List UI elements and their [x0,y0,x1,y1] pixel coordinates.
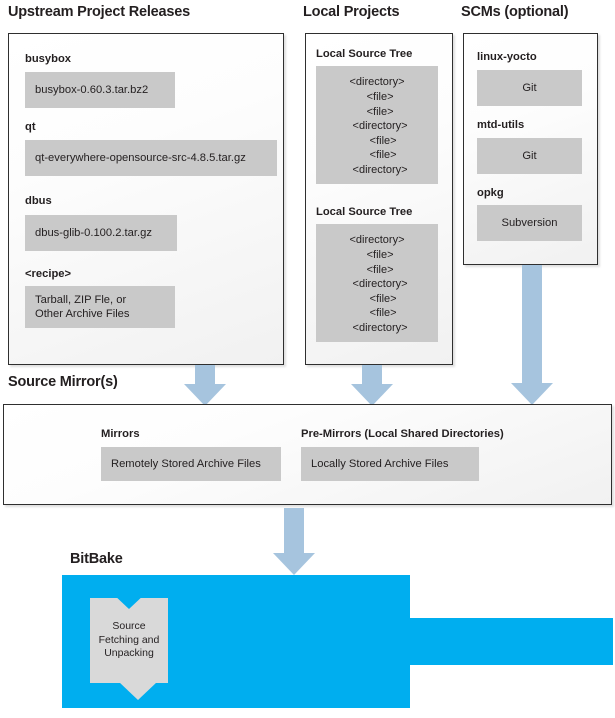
tree-row: <directory> [349,234,405,247]
arrow-head [511,383,553,405]
arrow-down-icon-scms-to-mirror [510,265,554,405]
local-tree-label-2: Local Source Tree [316,206,413,218]
arrow-head [184,384,226,406]
bitbake-task-text: Source Fetching and Unpacking [97,620,162,662]
mirror-entry-label-mirrors: Mirrors [101,428,140,440]
scm-entry-label-mtd-utils: mtd-utils [477,119,525,131]
upstream-entry-value-qt: qt-everywhere-opensource-src-4.8.5.tar.g… [25,140,277,176]
local-tree-label-1: Local Source Tree [316,48,413,60]
page-title-source-mirrors: Source Mirror(s) [8,374,118,390]
upstream-entry-value-busybox: busybox-0.60.3.tar.bz2 [25,72,175,108]
tree-row: <directory> [346,164,408,177]
upstream-entry-label-dbus: dbus [25,195,52,207]
local-tree-box-1: <directory> <file> <file> <directory> <f… [316,66,438,184]
tree-row: <file> [357,307,397,320]
tree-row: <file> [357,134,397,147]
tree-row: <directory> [346,278,408,291]
page-title-local-projects: Local Projects [303,4,400,20]
bitbake-task-line1: Source [112,619,146,632]
tree-row: <file> [360,263,394,276]
upstream-entry-label-busybox: busybox [25,53,72,65]
arrow-down-icon-mirror-to-bitbake [272,508,316,576]
bitbake-task-source-fetching-and-unpacking: Source Fetching and Unpacking [90,598,168,683]
arrow-shaft [522,265,542,385]
tree-row: <file> [357,292,397,305]
arrow-shaft [284,508,304,554]
page-title-upstream-project-releases: Upstream Project Releases [8,4,190,20]
arrow-shaft [195,365,215,385]
mirror-entry-label-pre-mirrors: Pre-Mirrors (Local Shared Directories) [301,428,504,440]
mirror-entry-value-pre-mirrors: Locally Stored Archive Files [301,447,479,481]
page-title-bitbake: BitBake [70,551,123,567]
arrow-head [351,384,393,406]
tree-row: <file> [360,105,394,118]
scm-entry-value-opkg: Subversion [477,205,582,241]
tree-row: <directory> [346,120,408,133]
tree-row: <file> [360,90,394,103]
scm-entry-value-mtd-utils: Git [477,138,582,174]
mirror-entry-value-mirrors: Remotely Stored Archive Files [101,447,281,481]
scm-entry-label-opkg: opkg [477,187,504,199]
page-title-scms-optional: SCMs (optional) [461,4,569,20]
upstream-entry-label-recipe: <recipe> [25,268,72,280]
tree-row: <file> [360,248,394,261]
bitbake-task-bottom-chevron-icon [119,682,157,700]
upstream-entry-label-qt: qt [25,121,36,133]
recipe-value-line2: Other Archive Files [35,308,130,320]
tree-row: <directory> [346,322,408,335]
recipe-value-line1: Tarball, ZIP Fle, or [35,293,127,306]
bitbake-task-line3: Unpacking [104,647,154,660]
scm-entry-label-linux-yocto: linux-yocto [477,51,537,63]
local-tree-content-2: <directory> <file> <file> <directory> <f… [316,230,438,335]
arrow-down-icon-upstream-to-mirror [183,365,227,406]
upstream-entry-value-recipe: Tarball, ZIP Fle, or Other Archive Files [25,286,175,328]
scm-entry-value-linux-yocto: Git [477,70,582,106]
bitbake-block-arm [410,618,613,665]
bitbake-task-line2: Fetching and [98,633,160,646]
upstream-entry-value-dbus: dbus-glib-0.100.2.tar.gz [25,215,177,251]
arrow-down-icon-local-to-mirror [350,365,394,406]
arrow-head [273,553,315,575]
recipe-value-text: Tarball, ZIP Fle, or Other Archive Files [35,293,130,322]
tree-row: <directory> [349,76,405,89]
arrow-shaft [362,365,382,385]
local-tree-box-2: <directory> <file> <file> <directory> <f… [316,224,438,342]
tree-row: <file> [357,149,397,162]
local-tree-content-1: <directory> <file> <file> <directory> <f… [316,72,438,177]
